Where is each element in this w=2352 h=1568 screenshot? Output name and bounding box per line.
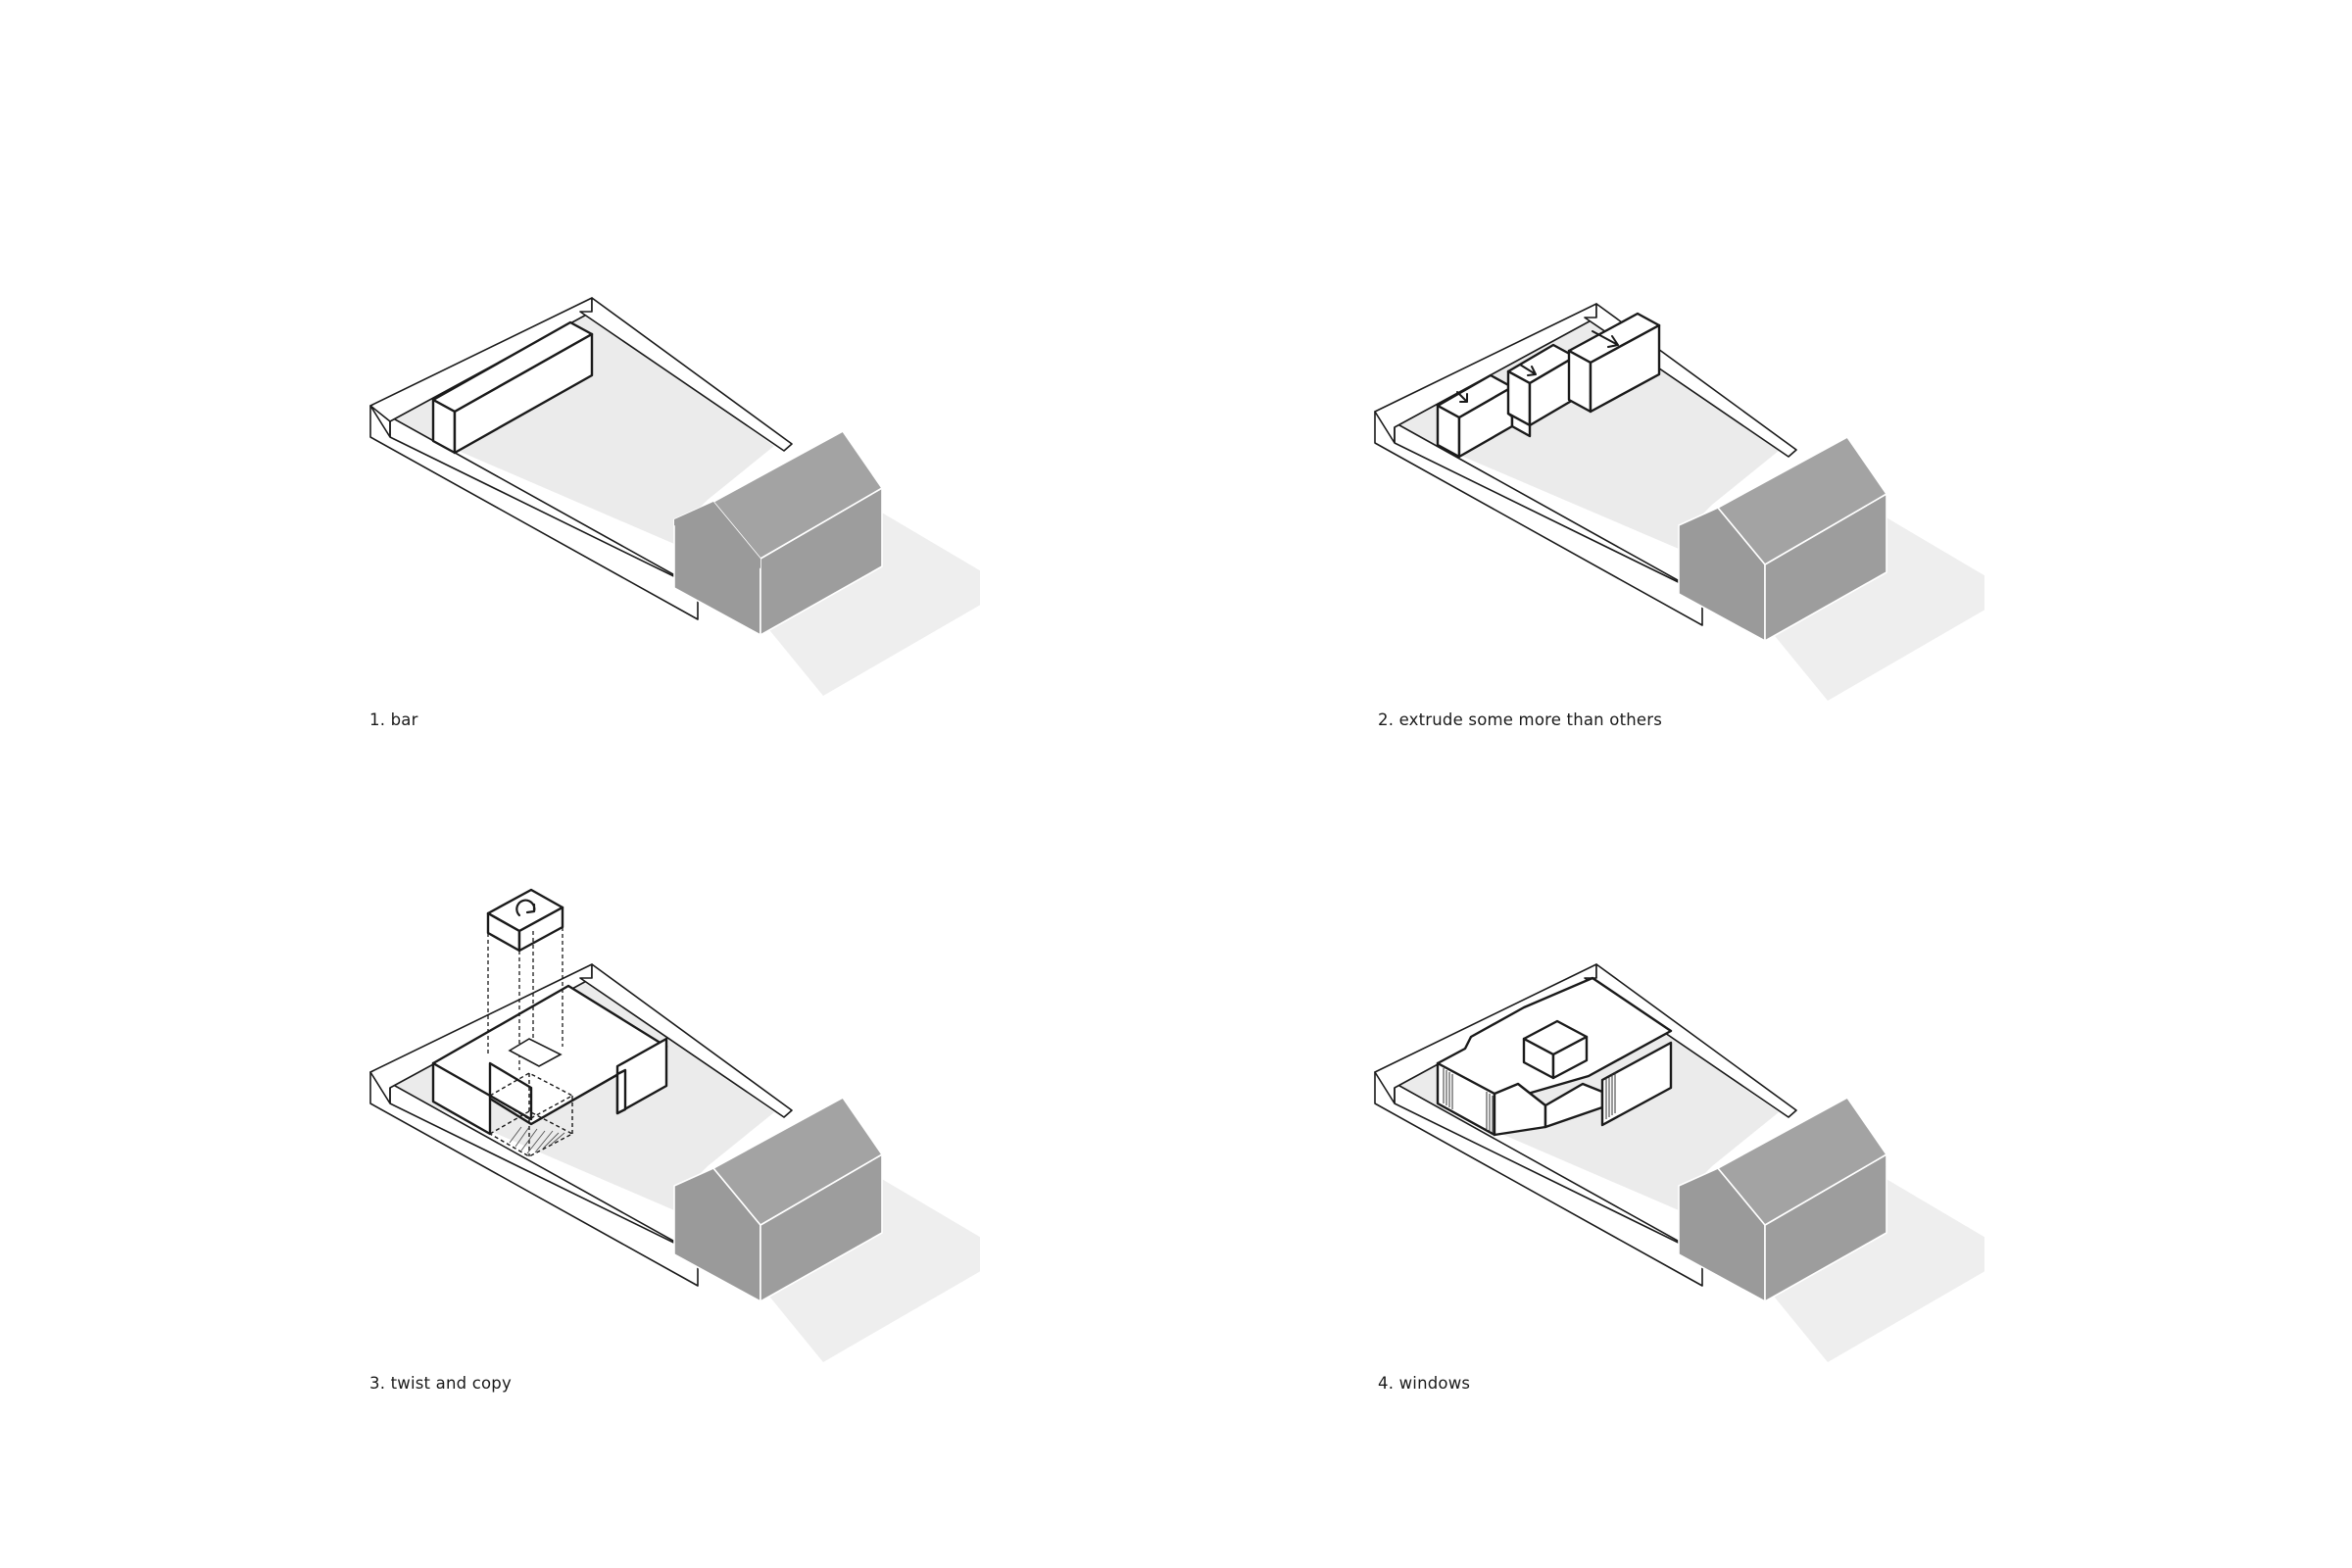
step-4-axonometric	[1374, 963, 1984, 1362]
copied-void	[488, 1072, 574, 1157]
step-3-axonometric	[369, 888, 980, 1362]
void-hatch	[509, 1126, 565, 1154]
bar-volume	[431, 320, 594, 455]
neighbour-house	[1678, 1097, 1887, 1302]
step-1-caption: 1. bar	[369, 710, 418, 729]
site-wall	[369, 963, 793, 1287]
diagram-step-1: 1. bar	[0, 0, 980, 729]
twisted-block	[486, 888, 564, 953]
neighbour-house	[673, 430, 883, 636]
rotate-icon	[515, 899, 536, 917]
roof-recess	[508, 1038, 563, 1067]
step-3-caption: 3. twist and copy	[369, 1374, 512, 1393]
step-2-caption: 2. extrude some more than others	[1378, 710, 1663, 729]
windows	[1443, 1068, 1616, 1133]
extruded-volume	[1436, 312, 1661, 459]
final-volume	[1436, 976, 1673, 1137]
diagram-step-3: 3. twist and copy	[0, 666, 980, 1393]
step-2-axonometric	[1374, 303, 1984, 701]
neighbour-house	[1678, 436, 1887, 642]
diagram-step-2: 2. extrude some more than others	[1004, 0, 1984, 729]
diagram-step-4: 4. windows	[1004, 666, 1984, 1393]
extrude-arrows	[1456, 330, 1619, 403]
step-4-caption: 4. windows	[1378, 1374, 1471, 1393]
step-1-axonometric	[369, 297, 980, 696]
neighbour-house	[673, 1097, 883, 1302]
